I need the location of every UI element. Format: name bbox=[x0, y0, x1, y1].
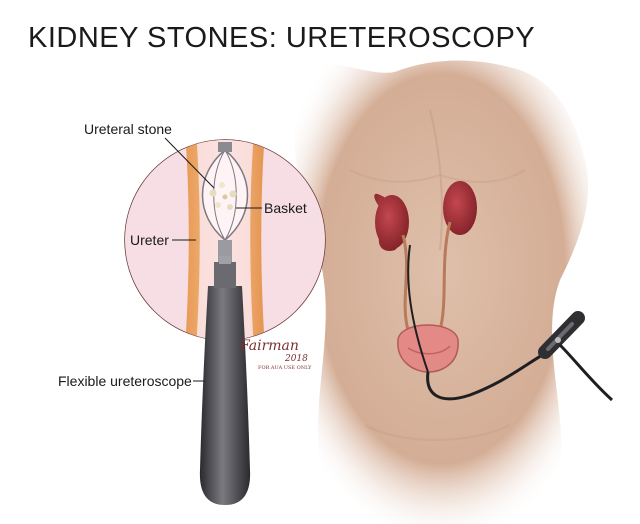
signature-year: 2018 bbox=[285, 354, 308, 364]
label-ureteral-stone: Ureteral stone bbox=[84, 121, 172, 137]
scope-shaft bbox=[199, 286, 251, 505]
label-ureter: Ureter bbox=[130, 232, 169, 248]
body-ureteroscope bbox=[407, 244, 614, 402]
torso-shape bbox=[294, 60, 589, 524]
urinary-system bbox=[374, 181, 477, 373]
magnified-ureteroscope bbox=[199, 256, 251, 505]
label-flexible-ureteroscope: Flexible ureteroscope bbox=[58, 373, 192, 389]
bladder bbox=[397, 324, 459, 373]
scope-tip bbox=[214, 262, 236, 288]
leader-ureteral-stone bbox=[164, 137, 215, 189]
ureteral-stone bbox=[209, 182, 237, 210]
torso bbox=[294, 60, 589, 524]
left-kidney-body bbox=[375, 195, 409, 249]
scope-cable bbox=[426, 343, 561, 401]
diagram-title: KIDNEY STONES: URETEROSCOPY bbox=[28, 22, 536, 54]
right-kidney bbox=[443, 181, 477, 235]
signature-note: FOR AUA USE ONLY bbox=[258, 365, 312, 371]
leader-lines bbox=[164, 137, 262, 382]
right-ureter bbox=[438, 221, 452, 331]
scope-light-cable bbox=[558, 343, 614, 402]
label-basket: Basket bbox=[264, 200, 307, 216]
artist-signature: Fairman bbox=[240, 338, 299, 354]
left-ureter bbox=[401, 234, 410, 331]
